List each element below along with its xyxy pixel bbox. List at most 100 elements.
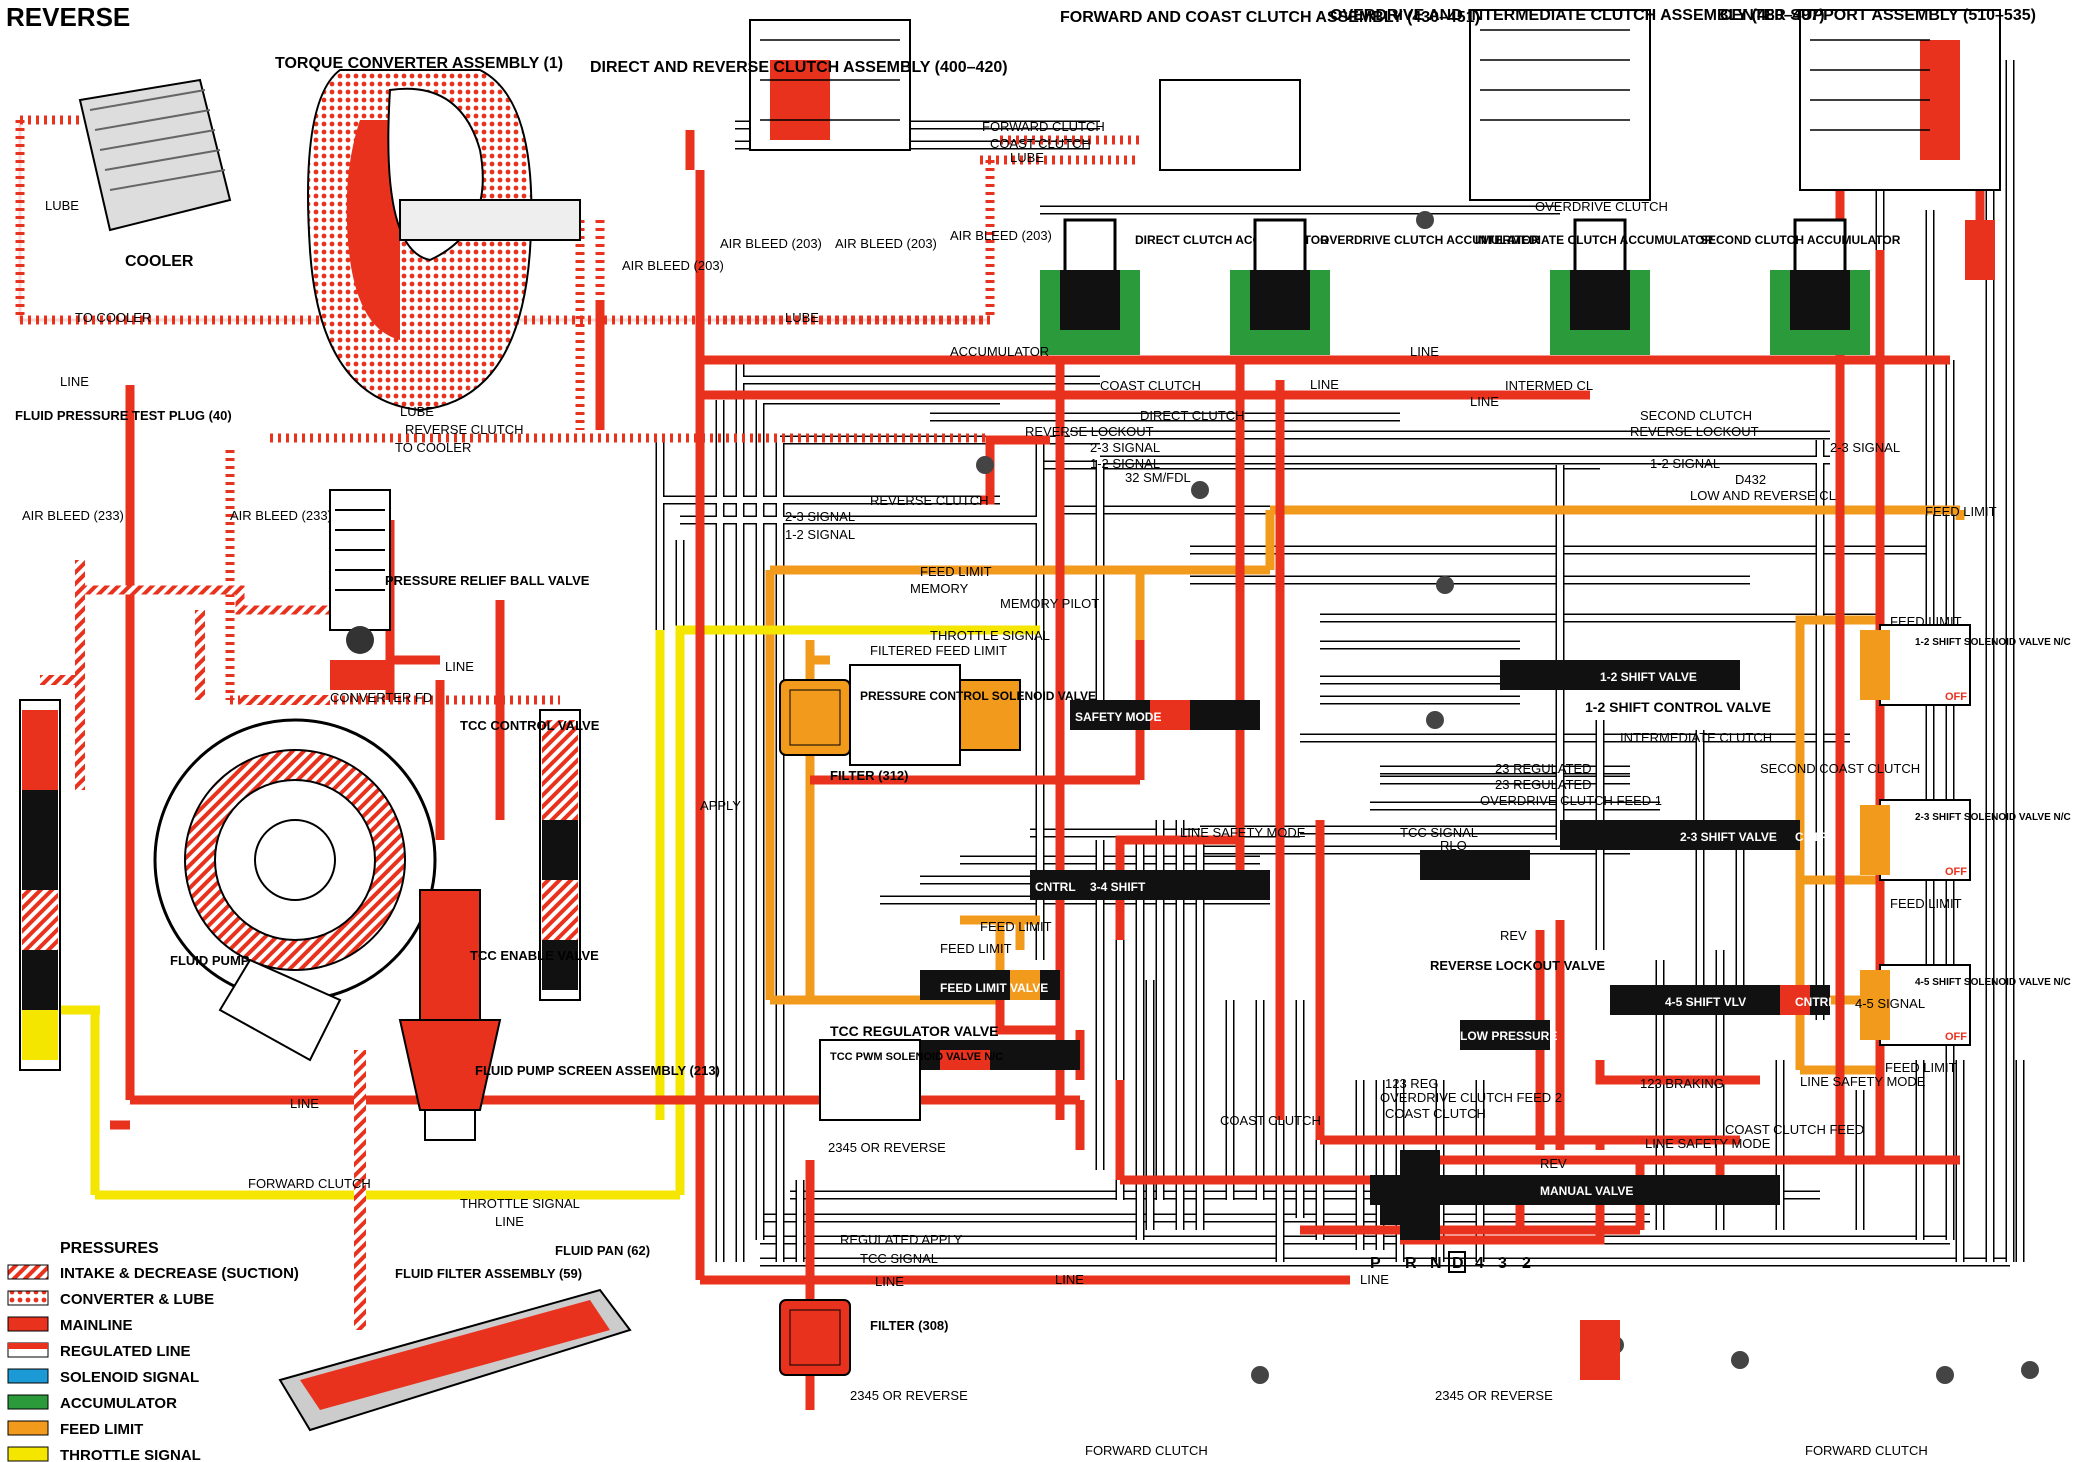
fluid-pump-screen-label: FLUID PUMP SCREEN ASSEMBLY (213) (475, 1063, 720, 1078)
lbl-line-manual: LINE (1360, 1272, 1389, 1287)
direct-reverse-label: DIRECT AND REVERSE CLUTCH ASSEMBLY (400–… (590, 59, 1008, 76)
lbl-feed-limit-2: FEED LIMIT (1925, 504, 1997, 519)
lbl-lube-4: LUBE (1010, 150, 1044, 165)
gear-2: 2 (1522, 1255, 1531, 1272)
lbl-12-signal-3: 1-2 SIGNAL (1650, 456, 1720, 471)
feed-limit-valve-label: FEED LIMIT VALVE (940, 981, 1048, 995)
pcs-label: PRESSURE CONTROL SOLENOID VALVE (860, 689, 1096, 703)
sol-45-off: OFF (1945, 1031, 1967, 1043)
lbl-to-cooler-1: TO COOLER (75, 310, 151, 325)
lbl-feed-limit-1: FEED LIMIT (920, 564, 992, 579)
lbl-reverse-lockout-1: REVERSE LOCKOUT (1025, 424, 1154, 439)
lbl-rlo-1: RLO (1440, 838, 1467, 853)
lbl-coast-clutch-mid: COAST CLUTCH (1100, 378, 1201, 393)
lbl-line-top: LINE (1410, 344, 1439, 359)
tcc-pwm-label: TCC PWM SOLENOID VALVE N/C (830, 1051, 1003, 1063)
lbl-line-accum: LINE (1310, 377, 1339, 392)
lbl-coast-clutch-2: COAST CLUTCH (1220, 1113, 1321, 1128)
lbl-od-feed-1: OVERDRIVE CLUTCH FEED 1 (1480, 793, 1662, 808)
safety-mode-label: SAFETY MODE (1075, 710, 1161, 724)
lbl-air-bleed-203-4: AIR BLEED (203) (950, 228, 1052, 243)
lbl-air-bleed-203-2: AIR BLEED (203) (720, 236, 822, 251)
lbl-air-bleed-233-2: AIR BLEED (233) (230, 508, 332, 523)
lbl-forward-clutch-3: FORWARD CLUTCH (1805, 1443, 1928, 1458)
fluid-pump-label: FLUID PUMP (170, 953, 250, 968)
lbl-coast-clutch-top: COAST CLUTCH (990, 136, 1091, 151)
lbl-23-signal-1: 2-3 SIGNAL (1090, 440, 1160, 455)
tcc-enable-label: TCC ENABLE VALVE (470, 948, 599, 963)
fluid-pump (153, 718, 437, 1062)
check-balls (976, 211, 2039, 1384)
legend-item-feed-limit: FEED LIMIT (7, 1420, 143, 1438)
tcc-pwm-solenoid (819, 1039, 921, 1121)
lbl-reverse-clutch-2: REVERSE CLUTCH (870, 493, 988, 508)
tcc-regulator-label: TCC REGULATOR VALVE (830, 1023, 999, 1039)
od-clutch-accumulator: OVERDRIVE CLUTCH ACCUMULATOR (1230, 218, 1540, 355)
sol-12-label: 1-2 SHIFT SOLENOID VALVE N/C (1915, 637, 2071, 648)
legend-item-solenoid: SOLENOID SIGNAL (7, 1368, 199, 1386)
legend-item-regulated: REGULATED LINE (7, 1342, 191, 1360)
lbl-12-signal-1: 1-2 SIGNAL (1090, 456, 1160, 471)
legend-label-regulated: REGULATED LINE (60, 1343, 191, 1360)
legend-label-accumulator: ACCUMULATOR (60, 1395, 177, 1412)
lbl-converter-fd: CONVERTER FD (330, 690, 432, 705)
lbl-throttle-signal-2: THROTTLE SIGNAL (930, 628, 1050, 643)
lbl-filtered-feed-limit: FILTERED FEED LIMIT (870, 643, 1007, 658)
legend-heading: PRESSURES (60, 1240, 159, 1257)
fluid-pressure-plug-label: FLUID PRESSURE TEST PLUG (40) (15, 408, 232, 423)
lbl-23-signal-2: 2-3 SIGNAL (785, 509, 855, 524)
second-accum-label: SECOND CLUTCH ACCUMULATOR (1700, 233, 1901, 247)
lbl-lube-cooler: LUBE (45, 198, 79, 213)
lbl-air-bleed-203-1: AIR BLEED (203) (622, 258, 724, 273)
lbl-feed-limit-3: FEED LIMIT (1890, 614, 1962, 629)
center-support-label: CENTER SUPPORT ASSEMBLY (510–535) (1720, 7, 2036, 24)
gear-d: D (1452, 1255, 1464, 1272)
filter-308 (779, 1299, 851, 1376)
cntrl-34-label: CNTRL (1035, 880, 1076, 894)
pressure-regulator-valve (19, 699, 61, 1071)
cooler: COOLER (78, 78, 232, 270)
gear-3: 3 (1498, 1255, 1507, 1272)
lbl-lube-2: LUBE (400, 404, 434, 419)
lbl-to-cooler-2: TO COOLER (395, 440, 471, 455)
lbl-line-bottom: LINE (495, 1214, 524, 1229)
int-clutch-accumulator: INTERMEDIATE CLUTCH ACCUMULATOR (1475, 218, 1714, 355)
lbl-45-signal: 4-5 SIGNAL (1855, 996, 1925, 1011)
legend-label-feed-limit: FEED LIMIT (60, 1421, 143, 1438)
lbl-feed-limit-7: FEED LIMIT (1885, 1060, 1957, 1075)
lbl-2345-or-reverse-2: 2345 OR REVERSE (1435, 1388, 1553, 1403)
torque-converter (307, 69, 581, 412)
lbl-feed-limit-5: FEED LIMIT (940, 941, 1012, 956)
lbl-123-reg: 123 REG (1385, 1076, 1438, 1091)
sol-12-off: OFF (1945, 691, 1967, 703)
gear-4: 4 (1475, 1255, 1484, 1272)
lbl-low-rev-cl: LOW AND REVERSE CL (1690, 488, 1836, 503)
legend-item-suction: INTAKE & DECREASE (SUCTION) (7, 1264, 299, 1282)
torque-converter-label: TORQUE CONVERTER ASSEMBLY (1) (275, 55, 563, 72)
tcc-control-label: TCC CONTROL VALVE (460, 718, 600, 733)
legend-item-accumulator: ACCUMULATOR (7, 1394, 177, 1412)
lbl-line-right: LINE (1470, 394, 1499, 409)
shift-45-label: 4-5 SHIFT VLV (1665, 995, 1746, 1009)
reverse-lockout-label: REVERSE LOCKOUT VALVE (1430, 958, 1605, 973)
second-clutch-accumulator: SECOND CLUTCH ACCUMULATOR (1700, 218, 1901, 355)
sol-45-label: 4-5 SHIFT SOLENOID VALVE N/C (1915, 977, 2071, 988)
lbl-line-filter: LINE (875, 1274, 904, 1289)
lbl-line-relief: LINE (445, 659, 474, 674)
lbl-line-safety-mode-3: LINE SAFETY MODE (1645, 1136, 1771, 1151)
lbl-reverse-clutch-1: REVERSE CLUTCH (405, 422, 523, 437)
pcs-solenoid (849, 664, 1021, 766)
sol-23-off: OFF (1945, 866, 1967, 878)
tcc-control-enable (539, 709, 581, 1001)
lbl-line-safety-mode-2: LINE SAFETY MODE (1800, 1074, 1926, 1089)
fluid-filter-label: FLUID FILTER ASSEMBLY (59) (395, 1266, 582, 1281)
lbl-throttle-signal-1: THROTTLE SIGNAL (460, 1196, 580, 1211)
lbl-rev-1: REV (1500, 928, 1527, 943)
shift-12-control-label: 1-2 SHIFT CONTROL VALVE (1585, 699, 1771, 715)
filter-312 (779, 679, 851, 756)
legend-item-converter: CONVERTER & LUBE (7, 1290, 214, 1308)
legend-label-solenoid: SOLENOID SIGNAL (60, 1369, 199, 1386)
manual-valve-label: MANUAL VALVE (1540, 1184, 1633, 1198)
shift-solenoids (1860, 624, 1971, 1046)
diagram-title: REVERSE (6, 2, 130, 32)
